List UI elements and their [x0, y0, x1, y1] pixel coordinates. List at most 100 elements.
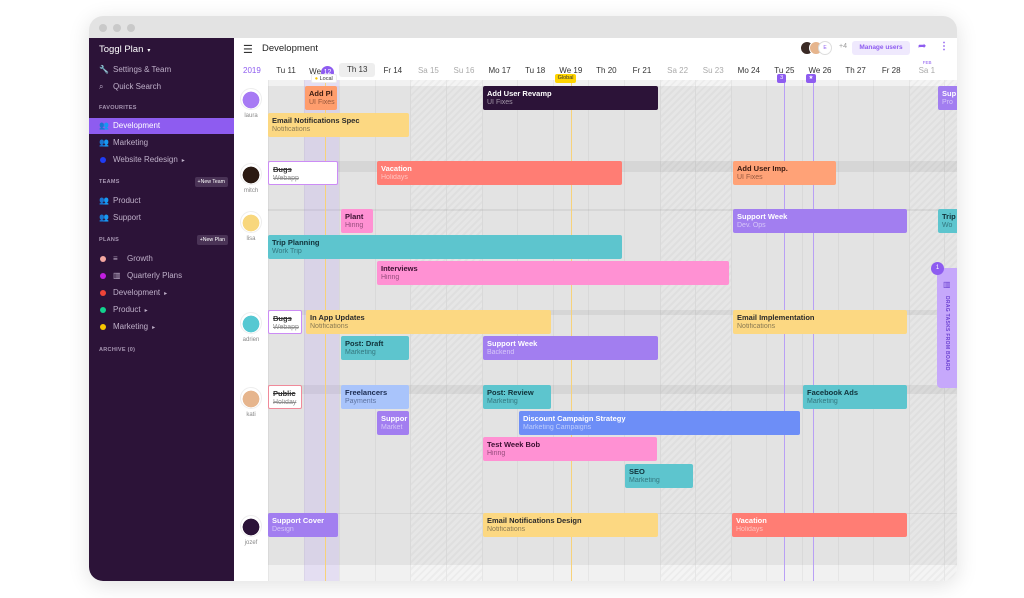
- drag-tasks-panel[interactable]: ▥DRAG TASKS FROM BOARD: [937, 268, 957, 388]
- day-header[interactable]: Fr 14: [383, 66, 403, 75]
- new-team-button[interactable]: +New Team: [194, 177, 228, 187]
- user-kati[interactable]: kati: [234, 387, 268, 418]
- day-header[interactable]: We 19: [559, 66, 583, 75]
- filter-menu-icon[interactable]: ☰: [243, 44, 253, 56]
- user-mitch[interactable]: mitch: [234, 163, 268, 194]
- day-header[interactable]: Mo 17: [488, 66, 511, 75]
- user-adrien[interactable]: adrien: [234, 312, 268, 343]
- sidebar-item-growth[interactable]: ≡Growth: [89, 251, 234, 267]
- sidebar-item-support-team[interactable]: 👥Support: [89, 210, 234, 226]
- sidebar: Toggl Plan▾ 🔧Settings & Team ⌕Quick Sear…: [89, 38, 234, 581]
- task-title: In App Updates: [310, 313, 365, 322]
- chevron-right-icon: ▸: [164, 291, 168, 297]
- task-title: Vacation: [381, 164, 412, 173]
- sidebar-item-search[interactable]: ⌕Quick Search: [89, 79, 234, 95]
- sidebar-item-marketing[interactable]: 👥Marketing: [89, 135, 234, 151]
- sidebar-item-quarterly-plans[interactable]: ▥Quarterly Plans: [89, 268, 234, 284]
- milestone-marker[interactable]: ● Local: [310, 74, 337, 83]
- sidebar-item-label: Quarterly Plans: [127, 271, 183, 280]
- window-titlebar: [89, 16, 957, 38]
- day-header[interactable]: Fr 28: [881, 66, 901, 75]
- day-header[interactable]: Tu 25: [774, 66, 795, 75]
- user-laura[interactable]: laura: [234, 88, 268, 119]
- milestone-marker[interactable]: 3: [777, 74, 787, 83]
- task-subtitle: Webapp: [273, 175, 299, 182]
- day-header[interactable]: Tu 18: [525, 66, 546, 75]
- day-header[interactable]: Fr 21: [632, 66, 652, 75]
- day-header[interactable]: S: [944, 66, 957, 75]
- sidebar-item-development[interactable]: 👥Development: [89, 118, 234, 134]
- favourites-heading: FAVOURITES: [99, 105, 137, 111]
- milestone-marker[interactable]: Global: [554, 74, 577, 83]
- day-header[interactable]: Mo 24: [737, 66, 760, 75]
- milestone-marker[interactable]: ★: [805, 74, 817, 83]
- day-header[interactable]: We 26: [808, 66, 832, 75]
- new-plan-button[interactable]: +New Plan: [196, 235, 228, 245]
- task-title: Add User Imp.: [737, 164, 788, 173]
- day-header[interactable]: Su 23: [702, 66, 724, 75]
- sidebar-item-website-redesign[interactable]: Website Redesign▸: [89, 152, 234, 168]
- user-jozef[interactable]: jozef: [234, 515, 268, 546]
- day-header[interactable]: Th 13: [339, 63, 376, 77]
- task-bar[interactable]: Add User Imp.UI Fixes: [733, 161, 836, 185]
- plans-heading: PLANS: [99, 237, 120, 243]
- sidebar-item-marketing-plan[interactable]: Marketing▸: [89, 319, 234, 335]
- task-subtitle: Dev. Ops: [737, 222, 766, 229]
- workspace-switcher[interactable]: Toggl Plan▾: [99, 44, 150, 55]
- window-maximize-button[interactable]: [127, 24, 135, 32]
- window-close-button[interactable]: [99, 24, 107, 32]
- plan-color-dot: [100, 157, 106, 163]
- archive-link[interactable]: ARCHIVE (0): [99, 347, 136, 353]
- more-options-icon[interactable]: ⋮: [939, 41, 949, 52]
- workspace-name: Toggl Plan: [99, 44, 144, 55]
- day-header[interactable]: Sa 1: [918, 66, 936, 75]
- day-header[interactable]: Tu 11: [276, 66, 296, 75]
- day-header[interactable]: Sa 22: [667, 66, 689, 75]
- day-header[interactable]: Su 16: [453, 66, 475, 75]
- user-column: laura mitch lisa adrien kati jozef: [234, 80, 268, 581]
- sidebar-item-settings[interactable]: 🔧Settings & Team: [89, 62, 234, 78]
- sidebar-item-development-plan[interactable]: Development▸: [89, 285, 234, 301]
- avatar: [240, 312, 262, 334]
- window-minimize-button[interactable]: [113, 24, 121, 32]
- day-header[interactable]: Th 20: [596, 66, 617, 75]
- task-title: Trip: [942, 212, 956, 221]
- user-lisa[interactable]: lisa: [234, 211, 268, 242]
- day-header[interactable]: Th 27: [845, 66, 866, 75]
- task-subtitle: Pro: [942, 99, 953, 106]
- manage-users-button[interactable]: Manage users: [852, 41, 910, 55]
- share-icon[interactable]: ➦: [918, 41, 927, 52]
- sidebar-item-product-plan[interactable]: Product▸: [89, 302, 234, 318]
- day-header[interactable]: Sa 15: [417, 66, 439, 75]
- avatar: [240, 211, 262, 233]
- sidebar-item-product-team[interactable]: 👥Product: [89, 193, 234, 209]
